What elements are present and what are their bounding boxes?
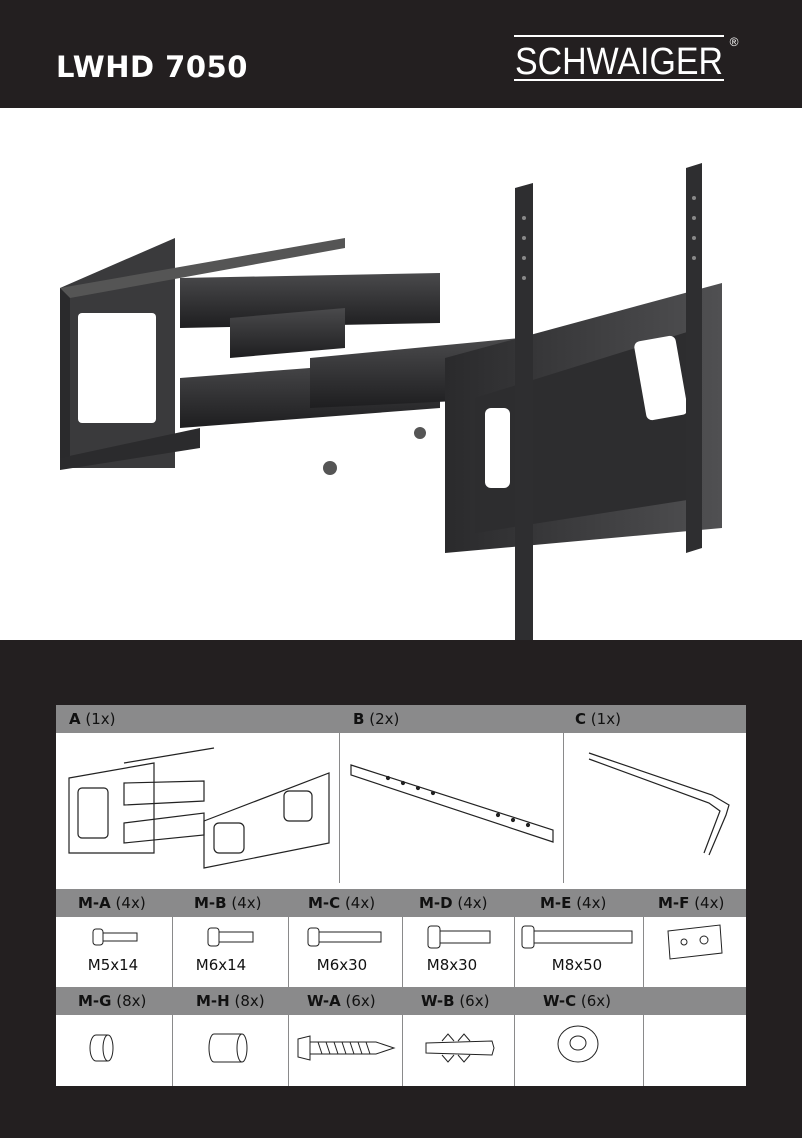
allen-key-c-drawing [588,752,730,856]
plate-m-f-icon [667,924,723,960]
part-label-b: B (2x) [353,710,400,728]
mount-assembly-a-drawing [68,747,330,869]
part-label-a: A (1x) [69,710,116,728]
parts-table: A (1x) B (2x) C (1x) [56,705,746,1086]
spacer-m-g-icon [89,1034,114,1062]
part-label-m-h: M-H (8x) [196,992,265,1010]
small-parts-header-row-2: M-G (8x) M-H (8x) W-A (6x) W-B (6x) W-C … [56,987,746,1015]
wall-plug-w-b-icon [425,1033,495,1063]
part-label-w-c: W-C (6x) [543,992,612,1010]
part-label-w-a: W-A (6x) [307,992,376,1010]
lag-screw-w-a-icon [297,1035,396,1061]
size-m-d: M8x30 [426,956,478,974]
size-m-c: M6x30 [316,956,368,974]
header-bar: LWHD 7050 SCHWAIGER ® [0,0,802,108]
part-label-m-b: M-B (4x) [194,894,262,912]
screw-m-d-icon [427,925,491,949]
brand-name: SCHWAIGER [515,41,723,83]
parts-header-row: A (1x) B (2x) C (1x) [56,705,746,733]
bracket-b-drawing [350,764,554,843]
spacer-m-h-icon [208,1033,248,1063]
part-label-m-e: M-E (4x) [540,894,607,912]
part-label-m-c: M-C (4x) [308,894,376,912]
registered-mark: ® [730,35,739,49]
screw-m-c-icon [307,927,382,947]
part-label-m-a: M-A (4x) [78,894,146,912]
product-photo [0,108,802,640]
size-m-b: M6x14 [195,956,247,974]
screw-m-a-icon [92,928,138,946]
size-m-a: M5x14 [87,956,139,974]
part-label-w-b: W-B (6x) [421,992,490,1010]
part-label-c: C (1x) [575,710,621,728]
small-parts-header-row-1: M-A (4x) M-B (4x) M-C (4x) M-D (4x) M-E … [56,889,746,917]
tv-wall-mount-illustration [60,163,722,640]
screw-m-e-icon [521,925,633,949]
washer-w-c-icon [557,1025,599,1063]
screw-m-b-icon [207,927,254,947]
brand-logo: SCHWAIGER ® [514,35,739,83]
size-m-e: M8x50 [551,956,603,974]
part-label-m-g: M-G (8x) [78,992,147,1010]
model-title: LWHD 7050 [56,50,248,84]
part-label-m-d: M-D (4x) [419,894,488,912]
part-label-m-f: M-F (4x) [658,894,725,912]
